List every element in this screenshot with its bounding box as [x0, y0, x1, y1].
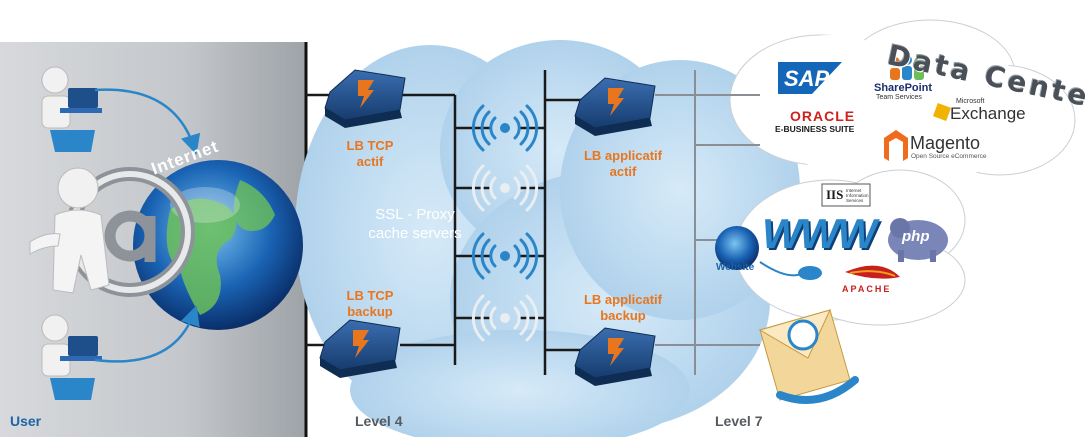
person-icon [29, 167, 110, 294]
apache-logo-text: APACHE [842, 284, 892, 294]
magento-logo-icon [884, 130, 908, 161]
oracle-logo-sub: E-BUSINESS SUITE [775, 124, 855, 134]
lb-app-backup-line1: LB applicatif [583, 292, 662, 307]
lb-app-backup-label: LB applicatif backup [568, 292, 678, 324]
proxy-server-icon-1 [471, 104, 539, 152]
datacenter-cloud [729, 19, 1076, 185]
lb-tcp-backup-label: LB TCP backup [335, 288, 405, 320]
sharepoint-logo-sub: Team Services [876, 94, 922, 101]
www-logo-text: WWW [762, 210, 877, 257]
iis-logo-sub: Internet Information Services [846, 188, 869, 203]
lb-tcp-backup-line1: LB TCP [346, 288, 394, 303]
lb-tcp-active-line1: LB TCP [346, 138, 394, 153]
proxy-server-icon-4 [471, 294, 539, 342]
php-logo-text: php [902, 228, 930, 245]
user-laptop-icon-top [41, 66, 102, 152]
magento-logo-text: Magento [910, 133, 981, 153]
lb-tcp-active-device [324, 69, 406, 128]
level7-label: Level 7 [715, 413, 763, 429]
exchange-logo-icon [933, 103, 951, 121]
iis-logo-text: IIS [826, 187, 844, 202]
lb-tcp-backup-line2: backup [347, 304, 393, 319]
email-envelope-icon [758, 309, 859, 404]
level7-links [655, 70, 760, 375]
lb-tcp-active-line2: actif [356, 154, 384, 169]
oracle-logo-text: ORACLE [790, 108, 856, 124]
lb-app-active-device [574, 77, 656, 136]
user-zone-label: User [10, 413, 42, 429]
proxy-label-line1: SSL - Proxy [375, 206, 455, 223]
iis-logo [821, 183, 871, 207]
sap-logo-text: SAP [784, 66, 830, 91]
sharepoint-logo-text: SharePoint [874, 82, 933, 94]
lb-app-backup-line2: backup [600, 308, 646, 323]
php-logo-icon [888, 218, 948, 262]
lb-app-active-line2: actif [609, 164, 637, 179]
proxy-server-icon-3 [471, 232, 539, 280]
sap-logo [778, 62, 842, 94]
lb-tcp-active-label: LB TCP actif [335, 138, 405, 170]
exchange-logo-top: Microsoft [956, 98, 985, 105]
proxy-label: SSL - Proxy cache servers [355, 205, 475, 243]
proxy-label-line2: cache servers [368, 225, 462, 242]
magento-logo-sub: Open Source eCommerce [911, 153, 987, 160]
user-laptop-icon-bottom [41, 314, 102, 400]
exchange-logo-text: Exchange [950, 104, 1026, 123]
website-globe-icon [715, 226, 822, 280]
proxy-server-icon-2 [471, 164, 539, 212]
level4-label: Level 4 [355, 413, 403, 429]
apache-feather-icon [845, 265, 900, 279]
sharepoint-logo-icon [890, 55, 924, 80]
lb-app-active-label: LB applicatif actif [568, 148, 678, 180]
user-arrows [94, 88, 201, 363]
lb-app-backup-device [574, 327, 656, 386]
lb-app-active-line1: LB applicatif [583, 148, 662, 163]
website-label: Website [716, 262, 755, 273]
lb-tcp-backup-device [319, 319, 401, 378]
